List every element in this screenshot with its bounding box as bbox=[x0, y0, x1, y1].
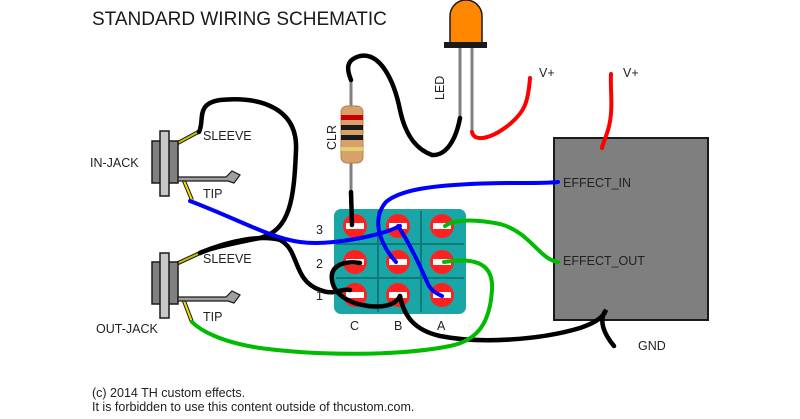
a2-to-out-tip-wire bbox=[190, 258, 495, 356]
led-label: LED bbox=[433, 76, 447, 100]
led bbox=[444, 0, 487, 132]
a3-to-effect-out-wire bbox=[443, 218, 560, 264]
out-jack-tip-label: TIP bbox=[203, 310, 222, 324]
in-jack-tip-lug bbox=[183, 180, 193, 201]
switch-row-label-3: 3 bbox=[316, 223, 323, 237]
out-jack-sleeve-label: SLEEVE bbox=[203, 252, 252, 266]
power-label-2: V+ bbox=[623, 66, 639, 80]
b2-to-effect-in-wire bbox=[376, 180, 560, 264]
effect-box bbox=[553, 137, 709, 321]
c2-c1-jumper-wire bbox=[329, 260, 403, 309]
effect-out-label: EFFECT_OUT bbox=[563, 254, 645, 268]
resistor-label: CLR bbox=[325, 125, 339, 150]
switch-col-label-a: A bbox=[437, 319, 446, 333]
resistor-body bbox=[340, 105, 364, 164]
copyright-line: (c) 2014 TH custom effects. bbox=[92, 386, 246, 400]
input-wires bbox=[188, 180, 560, 298]
power-wires bbox=[470, 72, 614, 150]
b1-to-gnd-wire bbox=[397, 293, 617, 349]
switch-lug-c3 bbox=[343, 214, 367, 238]
usage-notice-line: It is forbidden to use this content outs… bbox=[92, 400, 415, 414]
in-jack-sleeve-label: SLEEVE bbox=[203, 129, 252, 143]
resistor-to-c3-wire bbox=[348, 189, 355, 228]
switch-col-label-b: B bbox=[394, 319, 402, 333]
out-jack-sleeve-lug bbox=[175, 252, 201, 265]
switch-col-label-c: C bbox=[350, 319, 359, 333]
resistor bbox=[340, 80, 364, 195]
ground-wires bbox=[196, 53, 617, 349]
led-resistor-wire bbox=[345, 53, 463, 158]
out-jack bbox=[151, 251, 241, 323]
switch-row-label-1: 1 bbox=[316, 289, 323, 303]
in-jack bbox=[151, 129, 241, 201]
in-jack-tip-label: TIP bbox=[203, 187, 222, 201]
out-jack-tip-lug bbox=[183, 300, 193, 323]
led-power-wire bbox=[470, 76, 532, 141]
in-sleeve-ground-wire bbox=[196, 97, 299, 256]
in-jack-tip-spring bbox=[177, 170, 241, 184]
in-jack-label: IN-JACK bbox=[90, 156, 139, 170]
in-tip-to-b3-wire bbox=[188, 199, 402, 245]
effect-power-wire bbox=[600, 72, 614, 150]
in-jack-sleeve-lug bbox=[175, 130, 201, 145]
output-wires bbox=[190, 218, 560, 356]
switch-lug-a3 bbox=[430, 214, 454, 238]
out-jack-label: OUT-JACK bbox=[96, 322, 158, 336]
out-jack-tip-spring bbox=[177, 290, 241, 304]
led-body bbox=[449, 0, 483, 45]
diagram-title: STANDARD WIRING SCHEMATIC bbox=[92, 9, 387, 30]
gnd-label: GND bbox=[638, 339, 666, 353]
switch-row-label-2: 2 bbox=[316, 257, 323, 271]
b3-to-a1-wire bbox=[396, 224, 444, 298]
power-label-1: V+ bbox=[539, 66, 555, 80]
effect-in-label: EFFECT_IN bbox=[563, 176, 631, 190]
